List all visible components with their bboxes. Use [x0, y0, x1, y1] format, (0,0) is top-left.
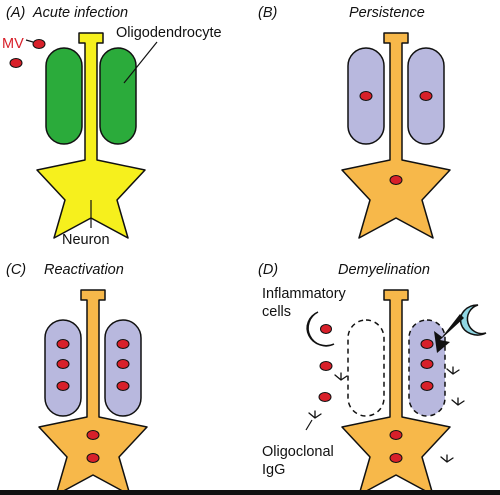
virus-particle [9, 58, 23, 68]
mv-leader-line [25, 39, 34, 43]
panel-c-letter: (C) [6, 262, 26, 278]
virus-particle [320, 324, 332, 334]
panel-c: (C) Reactivation [6, 262, 148, 495]
virus-particle [116, 381, 130, 391]
virus-particle [389, 430, 403, 440]
virus-particle [86, 453, 100, 463]
panel-b-letter: (B) [258, 5, 277, 21]
virus-particle [32, 39, 46, 49]
oligodendrocyte-label: Oligodendrocyte [116, 25, 222, 41]
igg-antibody-icon [440, 454, 454, 463]
virus-particle [318, 392, 332, 402]
virus-particle [420, 339, 434, 349]
panel-a: (A) Acute infection MV Oligodendrocyte N… [2, 5, 222, 248]
panel-a-title: Acute infection [32, 5, 128, 21]
igg-antibody-icon [451, 397, 465, 406]
oligodendrocyte-left [45, 47, 83, 145]
neuron-label: Neuron [62, 232, 110, 248]
virus-particle [359, 91, 373, 101]
panel-d: (D) Demyelination Inflammatory cells [258, 262, 487, 495]
virus-particle [116, 339, 130, 349]
attack-arrow-icon [434, 314, 464, 353]
virus-particle [319, 361, 333, 371]
virus-particle [420, 381, 434, 391]
oligodendrocyte-leader-line [123, 41, 158, 84]
panel-d-title: Demyelination [338, 262, 430, 278]
panel-a-letter: (A) [6, 5, 25, 21]
demyelinated-sheath [347, 319, 385, 417]
oligoclonal-label-line1: Oligoclonal [262, 444, 334, 460]
panel-d-letter: (D) [258, 262, 278, 278]
inflammatory-label-line2: cells [262, 304, 291, 320]
virus-particle [56, 339, 70, 349]
virus-particle [419, 91, 433, 101]
oligoclonal-label-line2: IgG [262, 462, 285, 478]
virus-particle [116, 359, 130, 369]
igg-leader-line [305, 419, 313, 431]
oligodendrocyte-right [99, 47, 137, 145]
virus-particle [389, 453, 403, 463]
igg-antibody-icon [334, 372, 348, 381]
virus-particle [420, 359, 434, 369]
panel-c-title: Reactivation [44, 262, 124, 278]
baseline-bar [0, 490, 500, 495]
mv-label: MV [2, 36, 24, 52]
inflammatory-cell [459, 304, 487, 336]
panel-b: (B) Persistence [258, 5, 451, 239]
igg-antibody-icon [446, 366, 460, 375]
virus-particle [56, 381, 70, 391]
inflammatory-label-line1: Inflammatory [262, 286, 347, 302]
igg-antibodies [308, 366, 465, 463]
virus-particle [389, 175, 403, 185]
panel-b-title: Persistence [349, 5, 425, 21]
virus-particle [86, 430, 100, 440]
igg-antibody-icon [308, 410, 322, 419]
inflammatory-cell [306, 311, 335, 347]
virus-particle [56, 359, 70, 369]
